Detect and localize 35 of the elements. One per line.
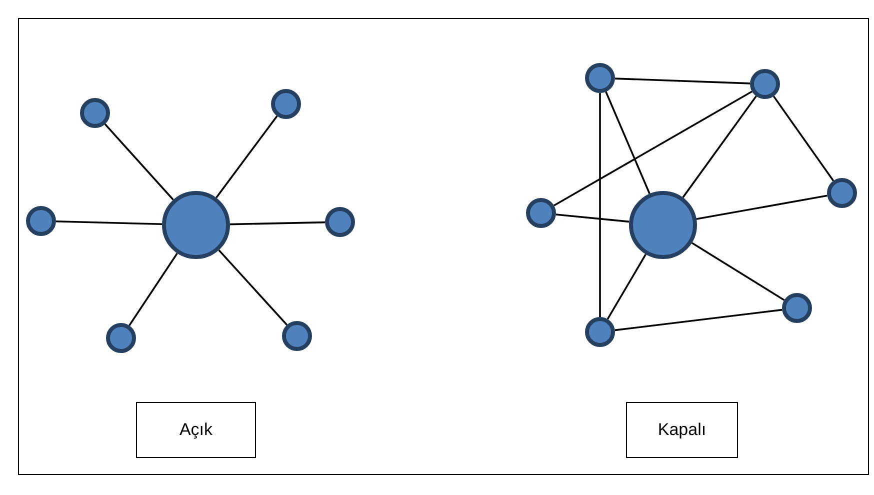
connector-line (556, 214, 630, 223)
connector-line (230, 221, 326, 226)
node-circle (80, 98, 110, 128)
connector-line (606, 254, 647, 320)
node-circle (782, 293, 812, 323)
node-circle (282, 321, 312, 351)
hub-node (162, 191, 230, 259)
node-circle (26, 206, 56, 236)
connector-line (56, 220, 162, 226)
connector-line (691, 242, 785, 301)
node-circle (526, 198, 556, 228)
connector-line (605, 91, 650, 194)
label-text: Kapalı (658, 420, 706, 440)
label-text: Açık (179, 420, 213, 440)
node-circle (325, 207, 355, 237)
connector-line (128, 252, 178, 326)
node-circle (585, 317, 615, 347)
node-circle (106, 323, 136, 353)
connector-line (614, 308, 782, 332)
node-circle (271, 89, 301, 119)
connector-line (696, 194, 828, 220)
label-box (626, 402, 738, 458)
connector-line (599, 93, 601, 317)
connector-line (772, 96, 834, 182)
hub-node (629, 191, 697, 259)
connector-line (614, 78, 750, 84)
node-circle (750, 69, 780, 99)
connector-line (682, 96, 757, 198)
node-circle (827, 178, 857, 208)
connector-line (216, 116, 278, 198)
node-circle (585, 63, 615, 93)
connector-line (218, 250, 288, 326)
label-box (136, 402, 256, 458)
connector-line (104, 124, 174, 200)
connector-line (554, 90, 752, 206)
